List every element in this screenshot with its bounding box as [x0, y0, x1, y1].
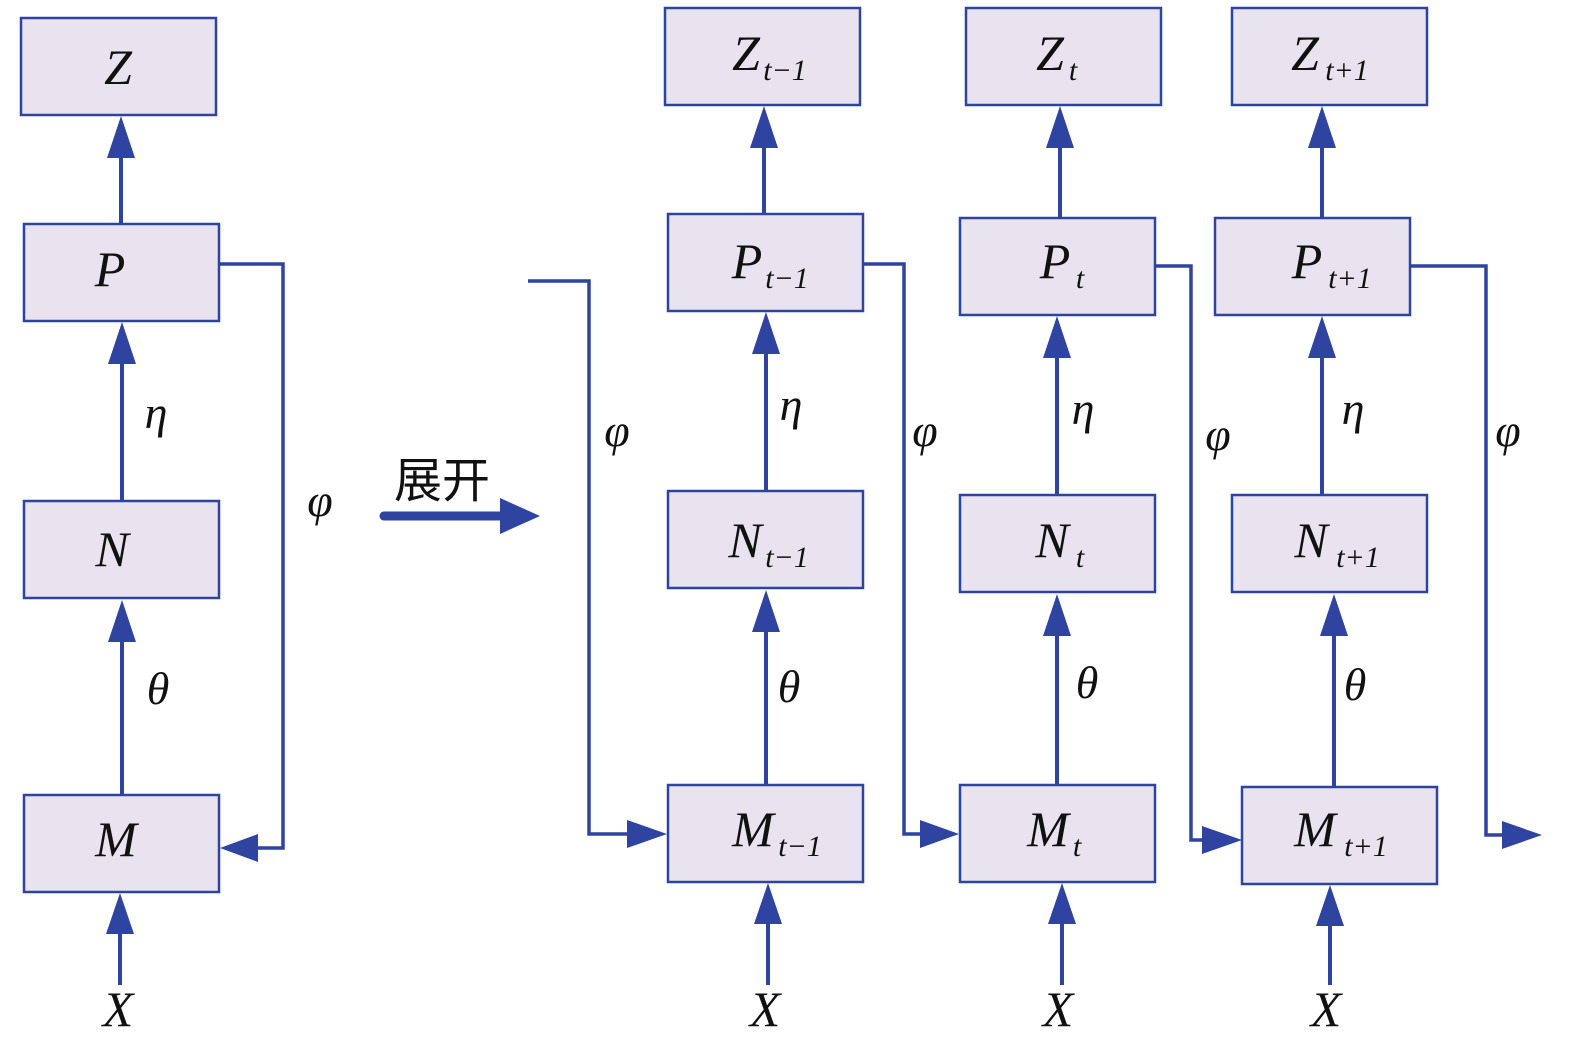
step2-z-box [1230, 6, 1429, 107]
folded-z-label: Z [104, 39, 133, 95]
folded-arrow-p-z [107, 116, 135, 224]
step0-z-label: Z [732, 25, 761, 81]
folded-p-box [22, 222, 221, 323]
folded-m-box [22, 793, 221, 894]
folded-m-label: M [94, 811, 139, 867]
step1-z-label: Z [1036, 25, 1065, 81]
step0-m-label: M [731, 801, 776, 857]
step1-p-sub: t [1076, 262, 1085, 295]
incoming-recurrent-connection: φ [528, 279, 667, 848]
step1-phi-label: φ [1205, 409, 1230, 460]
step0-z-sub: t−1 [763, 54, 807, 87]
step-t: Z t P t N t M t X η θ φ [958, 6, 1242, 1037]
step2-n-sub: t+1 [1336, 541, 1380, 574]
step1-n-sub: t [1076, 541, 1085, 574]
folded-eta-label: η [145, 387, 168, 438]
folded-network: Z P N M X η θ φ [19, 16, 333, 1037]
step2-z-label: Z [1291, 25, 1320, 81]
step0-theta-label: θ [778, 661, 801, 712]
step0-x-label: X [748, 981, 783, 1037]
step2-n-box [1230, 493, 1429, 594]
step0-n-label: N [727, 512, 764, 568]
step1-p-label: P [1039, 233, 1071, 289]
step1-eta-label: η [1072, 383, 1095, 434]
step2-m-sub: t+1 [1344, 830, 1388, 863]
step2-eta-label: η [1342, 383, 1365, 434]
step1-n-label: N [1034, 512, 1071, 568]
step2-m-box [1240, 785, 1439, 886]
step1-theta-label: θ [1076, 657, 1099, 708]
step2-p-sub: t+1 [1328, 262, 1372, 295]
step0-n-sub: t−1 [765, 541, 809, 574]
step2-p-box [1213, 216, 1412, 317]
step2-n-label: N [1293, 512, 1330, 568]
incoming-phi-label: φ [604, 405, 629, 456]
folded-n-label: N [94, 521, 131, 577]
folded-arrow-x-m [106, 893, 134, 985]
folded-phi-label: φ [307, 475, 332, 526]
folded-x-label: X [101, 981, 136, 1037]
step0-p-sub: t−1 [765, 262, 809, 295]
step0-eta-label: η [780, 379, 803, 430]
step2-x-label: X [1309, 981, 1344, 1037]
folded-recurrent-loop [220, 262, 285, 862]
step2-theta-label: θ [1344, 659, 1367, 710]
folded-arrow-n-p [108, 322, 136, 501]
step1-p-box [958, 216, 1157, 317]
step1-m-box [958, 783, 1157, 884]
step0-p-label: P [731, 233, 763, 289]
step1-m-sub: t [1073, 830, 1082, 863]
unfold-label: 展开 [394, 453, 490, 509]
step0-z-box [663, 6, 862, 107]
folded-p-label: P [94, 241, 126, 297]
step1-z-sub: t [1069, 54, 1078, 87]
step0-n-box [666, 489, 865, 590]
step0-phi-label: φ [912, 405, 937, 456]
folded-z-box [19, 16, 218, 117]
step2-z-sub: t+1 [1325, 54, 1369, 87]
step2-m-label: M [1293, 801, 1338, 857]
step1-z-box [964, 6, 1163, 107]
unfold-arrow: 展开 [379, 453, 540, 534]
step1-m-label: M [1026, 801, 1071, 857]
step1-x-label: X [1041, 981, 1076, 1037]
step0-m-sub: t−1 [778, 830, 822, 863]
step2-phi-label: φ [1495, 405, 1520, 456]
step-t-plus-1: Z t+1 P t+1 N t+1 M t+1 X η θ φ [1213, 6, 1542, 1037]
folded-arrow-m-n [108, 600, 136, 795]
step2-p-label: P [1291, 233, 1323, 289]
folded-theta-label: θ [147, 663, 170, 714]
step0-m-box [666, 783, 865, 884]
step-t-minus-1: Z t−1 P t−1 N t−1 M t−1 X η θ φ [663, 6, 959, 1037]
